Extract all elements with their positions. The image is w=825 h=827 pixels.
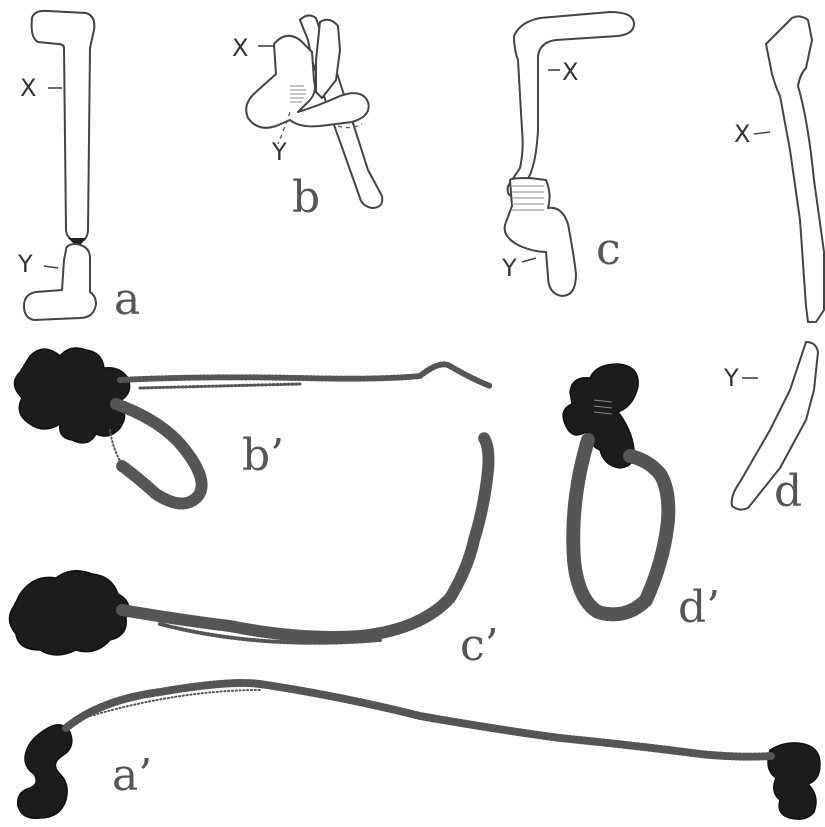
panel-d-prime: d’ — [563, 364, 720, 633]
x-chromosome-outline-d — [766, 16, 824, 322]
y-chromosome-outline-b — [246, 36, 368, 128]
panel-d: X Y d — [723, 16, 824, 517]
panel-label-b-prime: b’ — [242, 430, 284, 481]
y-marker-a: Y — [17, 250, 33, 278]
x-marker-a: X — [20, 74, 36, 102]
panel-b-prime: b’ — [14, 348, 490, 504]
x-chromosome-outline-a — [32, 11, 95, 240]
dark-blob-a-prime-left — [18, 725, 72, 818]
panel-label-a: a — [114, 274, 140, 325]
y-marker-d: Y — [723, 364, 739, 392]
panel-label-c-prime: c’ — [460, 620, 499, 671]
panel-label-d: d — [774, 466, 802, 517]
y-chromosome-outline-a — [24, 244, 96, 320]
x-marker-b: X — [232, 34, 248, 62]
dark-blob-c-prime — [9, 571, 128, 655]
x-marker-d: X — [734, 120, 750, 148]
y-marker-c: Y — [501, 254, 517, 282]
panel-a: X Y a — [17, 11, 140, 325]
panel-label-a-prime: a’ — [112, 750, 152, 801]
panel-a-prime: a’ — [18, 683, 820, 819]
dark-blob-b-prime — [14, 348, 129, 443]
x-chromosome-outline-c — [508, 12, 634, 196]
panel-label-c: c — [596, 224, 621, 275]
panel-c: X Y c — [501, 12, 634, 296]
panel-label-d-prime: d’ — [678, 582, 720, 633]
x-marker-c: X — [562, 58, 578, 86]
panel-b: X Y b — [232, 15, 382, 223]
panel-label-b: b — [292, 172, 320, 223]
dark-blob-a-prime-right — [768, 743, 820, 819]
y-marker-b: Y — [271, 138, 287, 166]
dark-blob-d-prime — [563, 364, 638, 468]
